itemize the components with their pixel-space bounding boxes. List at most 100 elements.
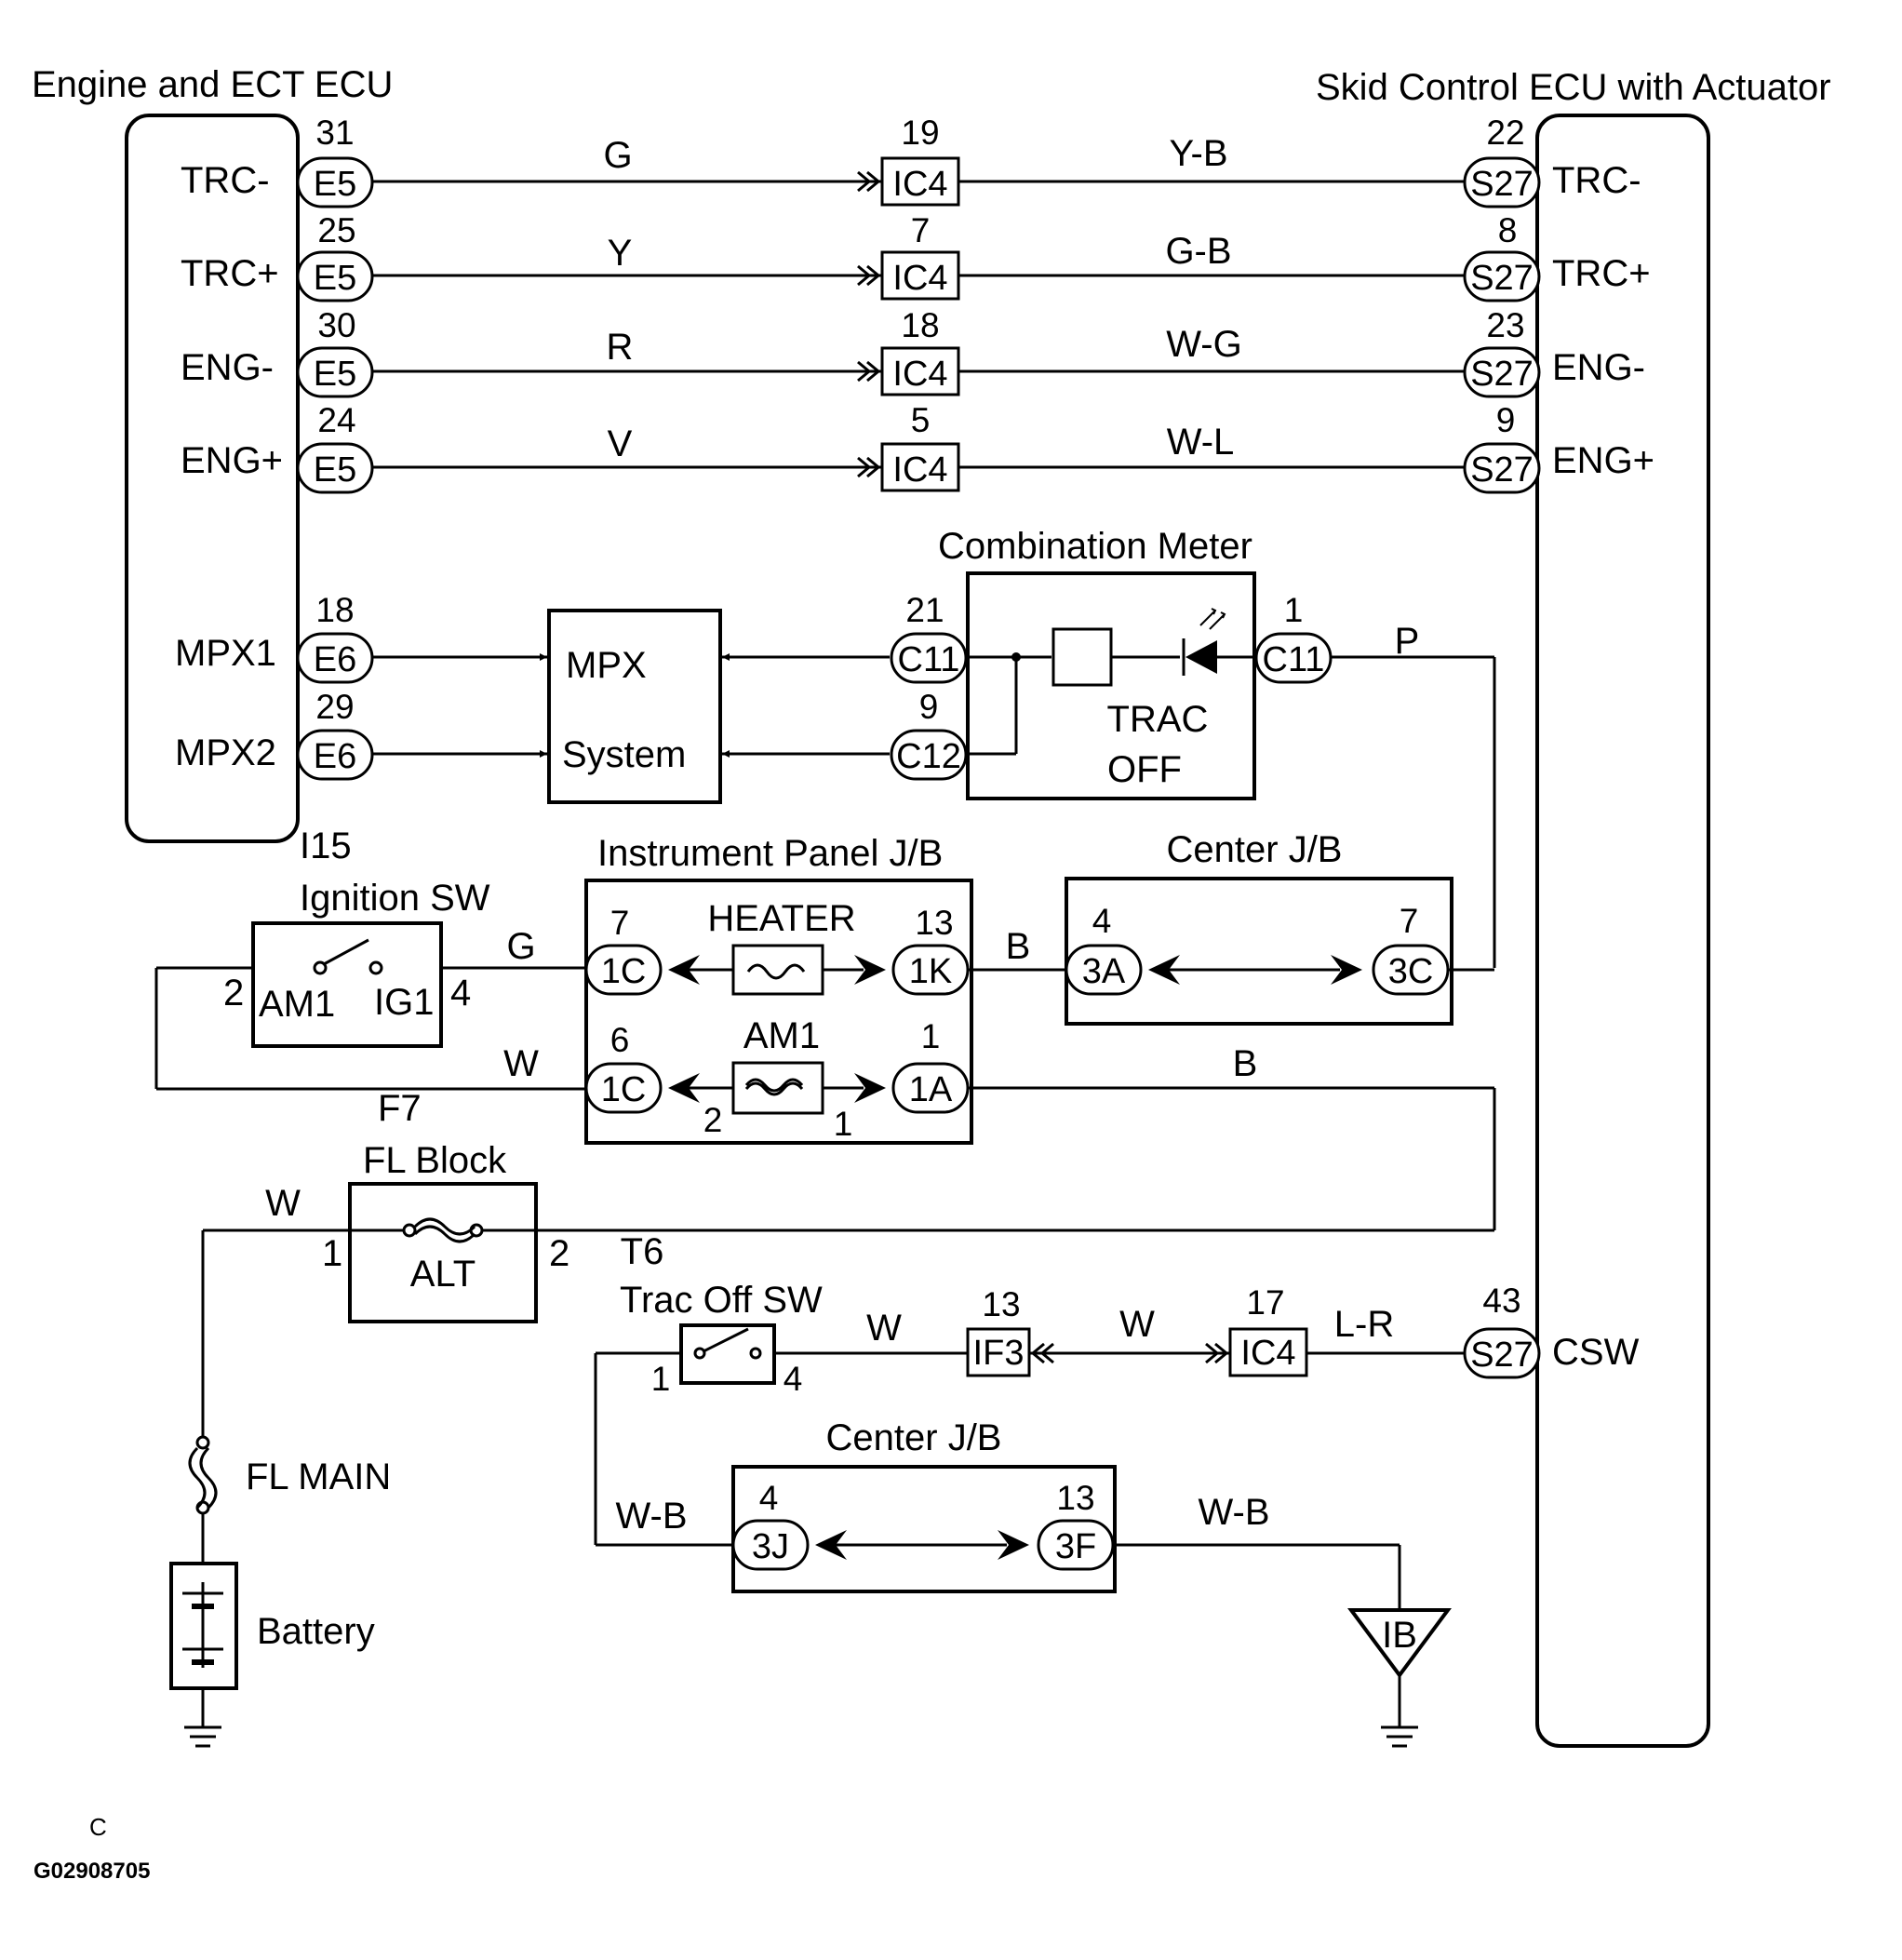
svg-text:4: 4 xyxy=(1092,902,1112,940)
svg-text:1: 1 xyxy=(834,1105,853,1143)
center-jb-top: Center J/B 4 3A 7 3C xyxy=(1065,829,1494,1026)
ignition-switch: Ignition SW AM1 IG1 2 4 G W xyxy=(154,878,588,1091)
engine-terminal-eng-plus: ENG+ xyxy=(181,440,283,481)
svg-text:19: 19 xyxy=(901,114,939,152)
skid-ecu-body xyxy=(1535,114,1710,1748)
engine-ecu-title: Engine and ECT ECU xyxy=(32,64,393,105)
svg-text:W-G: W-G xyxy=(1166,324,1241,365)
svg-text:L-R: L-R xyxy=(1334,1304,1394,1345)
engine-ecu-ref: I15 xyxy=(300,826,352,866)
svg-text:2: 2 xyxy=(549,1233,569,1274)
svg-text:IC4: IC4 xyxy=(892,355,947,394)
svg-text:5: 5 xyxy=(911,401,931,439)
svg-text:25: 25 xyxy=(317,211,355,249)
svg-text:17: 17 xyxy=(1246,1283,1284,1322)
svg-text:AM1: AM1 xyxy=(259,984,335,1025)
svg-text:23: 23 xyxy=(1486,306,1524,344)
fl-main-label: FL MAIN xyxy=(246,1457,391,1497)
svg-text:G: G xyxy=(603,135,632,176)
skid-terminal-trc-plus: TRC+ xyxy=(1552,253,1651,294)
engine-terminal-mpx1: MPX1 xyxy=(175,633,276,674)
skid-terminal-eng-minus: ENG- xyxy=(1552,347,1645,388)
svg-text:4: 4 xyxy=(450,973,471,1014)
svg-text:TRAC: TRAC xyxy=(1107,699,1209,740)
svg-text:18: 18 xyxy=(901,306,939,344)
svg-text:S27: S27 xyxy=(1470,1336,1534,1375)
svg-text:C12: C12 xyxy=(896,737,961,776)
svg-text:G: G xyxy=(506,926,535,967)
svg-text:Center J/B: Center J/B xyxy=(826,1417,1002,1458)
center-jb-bottom: Center J/B 4 3J 13 3F W-B W-B IB xyxy=(596,1417,1452,1748)
svg-text:1: 1 xyxy=(651,1360,671,1398)
svg-text:1K: 1K xyxy=(909,952,952,991)
svg-text:Instrument Panel J/B: Instrument Panel J/B xyxy=(597,833,943,874)
svg-text:3F: 3F xyxy=(1055,1527,1096,1566)
svg-text:13: 13 xyxy=(1056,1479,1094,1517)
svg-text:OFF: OFF xyxy=(1107,749,1182,790)
svg-text:HEATER: HEATER xyxy=(707,898,855,939)
svg-text:1: 1 xyxy=(322,1233,342,1274)
svg-text:6: 6 xyxy=(610,1021,630,1059)
svg-text:MPX: MPX xyxy=(566,645,647,686)
svg-text:Ignition SW: Ignition SW xyxy=(300,878,490,919)
svg-text:4: 4 xyxy=(759,1479,779,1517)
svg-text:S27: S27 xyxy=(1470,165,1534,204)
svg-text:V: V xyxy=(608,423,633,464)
svg-text:1: 1 xyxy=(1284,591,1304,629)
combination-meter: Combination Meter C11 21 C12 9 TRAC OFF … xyxy=(890,526,1496,968)
skid-terminal-csw: CSW xyxy=(1552,1332,1640,1373)
svg-text:Y: Y xyxy=(608,233,633,274)
svg-text:13: 13 xyxy=(982,1285,1020,1323)
svg-text:13: 13 xyxy=(915,904,953,942)
svg-text:P: P xyxy=(1395,621,1420,662)
svg-text:S27: S27 xyxy=(1470,259,1534,298)
svg-text:S27: S27 xyxy=(1470,355,1534,394)
svg-text:29: 29 xyxy=(315,688,354,726)
svg-text:AM1: AM1 xyxy=(743,1015,820,1056)
svg-text:W-B: W-B xyxy=(1198,1492,1269,1533)
svg-text:7: 7 xyxy=(1400,902,1419,940)
svg-text:18: 18 xyxy=(315,591,354,629)
fl-main-and-battery: FL MAIN Battery xyxy=(169,1230,391,1748)
svg-text:W: W xyxy=(866,1308,902,1349)
svg-text:E5: E5 xyxy=(314,165,356,204)
svg-text:1C: 1C xyxy=(601,1070,647,1109)
svg-text:T6: T6 xyxy=(621,1231,664,1272)
battery-label: Battery xyxy=(257,1611,375,1652)
svg-text:E5: E5 xyxy=(314,450,356,490)
svg-text:IF3: IF3 xyxy=(973,1334,1025,1373)
figure-id: G02908705 xyxy=(33,1859,150,1884)
svg-text:9: 9 xyxy=(919,688,939,726)
svg-text:Y-B: Y-B xyxy=(1169,133,1227,174)
svg-text:System: System xyxy=(562,734,686,775)
svg-text:1: 1 xyxy=(921,1017,941,1055)
ground-point-triangle xyxy=(1347,1608,1452,1679)
ground-icon xyxy=(184,1725,221,1748)
svg-text:IC4: IC4 xyxy=(892,259,947,298)
svg-text:F7: F7 xyxy=(378,1088,422,1129)
svg-text:Combination Meter: Combination Meter xyxy=(938,526,1252,567)
svg-text:E6: E6 xyxy=(314,737,356,776)
skid-terminal-eng-plus: ENG+ xyxy=(1552,440,1654,481)
svg-text:8: 8 xyxy=(1498,211,1518,249)
svg-text:3J: 3J xyxy=(752,1527,789,1566)
svg-text:30: 30 xyxy=(317,306,355,344)
engine-ecu-body xyxy=(125,114,300,843)
engine-terminal-eng-minus: ENG- xyxy=(181,347,274,388)
svg-text:2: 2 xyxy=(223,973,244,1014)
svg-text:W-L: W-L xyxy=(1167,422,1235,463)
svg-text:22: 22 xyxy=(1486,114,1524,152)
skid-ecu-title: Skid Control ECU with Actuator xyxy=(1316,67,1831,108)
engine-terminal-mpx2: MPX2 xyxy=(175,732,276,773)
skid-terminal-trc-minus: TRC- xyxy=(1552,160,1641,201)
svg-text:R: R xyxy=(607,327,634,368)
svg-text:21: 21 xyxy=(905,591,944,629)
svg-text:43: 43 xyxy=(1482,1282,1520,1320)
svg-text:W: W xyxy=(265,1183,301,1224)
svg-text:1A: 1A xyxy=(909,1070,953,1109)
svg-text:ALT: ALT xyxy=(410,1254,476,1295)
svg-text:B: B xyxy=(1233,1043,1258,1084)
mpx-system-box xyxy=(547,609,722,804)
svg-text:FL Block: FL Block xyxy=(363,1140,507,1181)
